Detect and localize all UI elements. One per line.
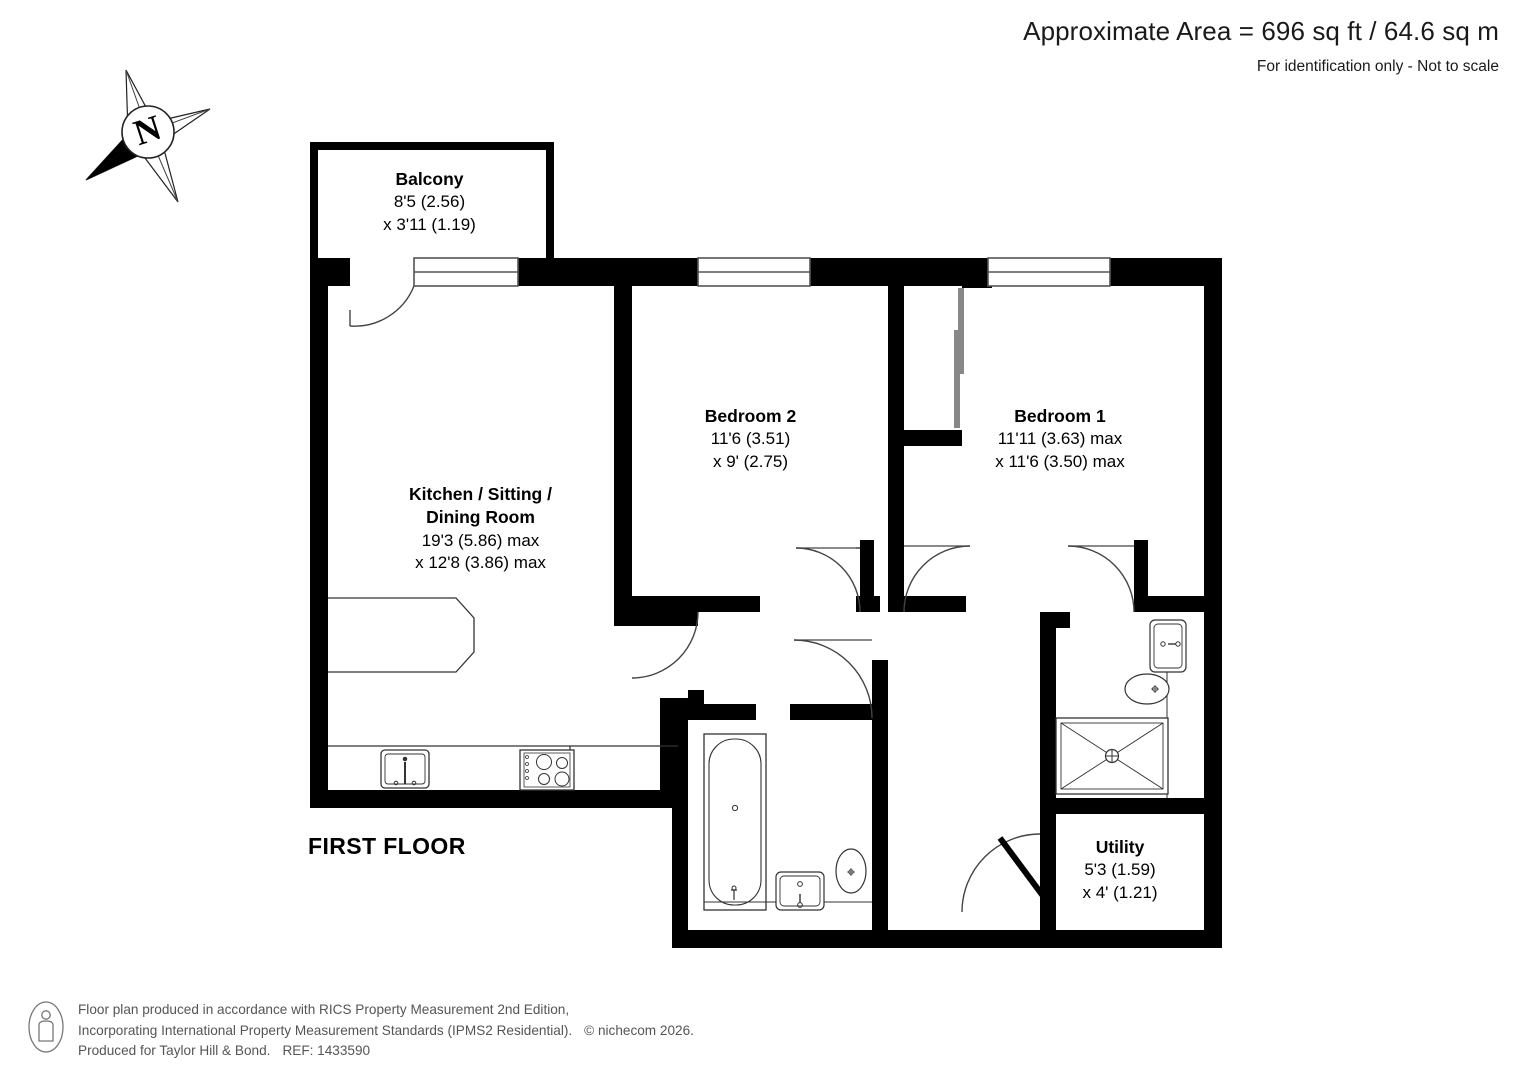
kitchen-hob-icon xyxy=(519,749,575,791)
wall-structure xyxy=(310,258,1222,948)
footer-line-1: Floor plan produced in accordance with R… xyxy=(78,1002,570,1017)
room-dim1-balcony: 8'5 (2.56) xyxy=(393,192,466,212)
compass-rose-icon: N xyxy=(85,69,211,203)
windows xyxy=(413,257,1111,287)
room-name-bedroom-2: Bedroom 2 xyxy=(704,406,797,426)
kitchen-fittings xyxy=(328,597,678,791)
header: Approximate Area = 696 sq ft / 64.6 sq m… xyxy=(799,0,1499,76)
room-label-bedroom-1: Bedroom 1 11'11 (3.63) max x 11'6 (3.50)… xyxy=(960,405,1160,473)
room-dim2-balcony: x 3'11 (1.19) xyxy=(383,214,476,234)
bathroom-fixtures xyxy=(703,733,872,911)
bedroom-1-wardrobe xyxy=(954,288,964,428)
window-bedroom-2 xyxy=(697,257,811,287)
shower-tray-icon xyxy=(1055,717,1169,795)
door-bedroom-1-hall xyxy=(903,545,971,613)
ensuite-wc-icon xyxy=(1124,673,1170,705)
room-dim2-bedroom-1: x 11'6 (3.50) max xyxy=(995,451,1125,471)
doors xyxy=(349,285,1135,913)
ensuite-fixtures xyxy=(1055,619,1187,798)
floor-level-title: FIRST FLOOR xyxy=(308,833,466,859)
bathtub-icon xyxy=(703,733,767,911)
footer-reference: REF: 1433590 xyxy=(282,1043,371,1059)
window-kitchen xyxy=(413,257,519,287)
approximate-area-text: Approximate Area = 696 sq ft / 64.6 sq m xyxy=(1023,16,1499,46)
identification-disclaimer-text: For identification only - Not to scale xyxy=(1256,58,1499,76)
footer-line-2a: Incorporating International Property Mea… xyxy=(78,1022,573,1038)
footer-line-3a: Produced for Taylor Hill & Bond. xyxy=(78,1043,271,1059)
room-name-utility: Utility xyxy=(1095,837,1145,857)
bathroom-wc-icon xyxy=(835,848,867,894)
kitchen-sink-icon xyxy=(380,749,430,789)
door-bathroom xyxy=(793,639,873,719)
room-dim1-bedroom-2: 11'6 (3.51) xyxy=(710,429,791,449)
balcony-outline xyxy=(310,142,554,262)
room-name-kitchen-line1: Kitchen / Sitting / xyxy=(409,484,552,504)
room-dim1-bedroom-1: 11'11 (3.63) max xyxy=(997,429,1123,449)
compass-rose: N xyxy=(78,62,223,212)
compass-center-circle xyxy=(121,105,175,159)
door-kitchen xyxy=(631,611,699,679)
sitting-room-sofa xyxy=(328,597,475,673)
room-label-bedroom-2: Bedroom 2 11'6 (3.51) x 9' (2.75) xyxy=(658,405,843,473)
room-dim1-kitchen: 19'3 (5.86) max xyxy=(421,530,540,550)
room-dim2-utility: x 4' (1.21) xyxy=(1082,882,1158,902)
room-label-balcony: Balcony 8'5 (2.56) x 3'11 (1.19) xyxy=(332,168,527,236)
bathroom-basin-icon xyxy=(775,871,825,911)
footer-copyright: © nichecom 2026. xyxy=(584,1022,694,1038)
room-dim2-bedroom-2: x 9' (2.75) xyxy=(712,451,789,471)
door-utility xyxy=(961,833,1041,913)
door-bedroom-2 xyxy=(795,547,861,613)
footer: Floor plan produced in accordance with R… xyxy=(27,1000,694,1062)
ensuite-basin-icon xyxy=(1149,619,1187,673)
room-label-utility: Utility 5'3 (1.59) x 4' (1.21) xyxy=(1040,836,1200,904)
person-badge-icon xyxy=(28,1001,64,1053)
room-name-bedroom-1: Bedroom 1 xyxy=(1014,406,1106,426)
room-dim2-kitchen: x 12'8 (3.86) max xyxy=(415,553,546,573)
room-label-kitchen: Kitchen / Sitting / Dining Room 19'3 (5.… xyxy=(378,483,583,575)
door-balcony xyxy=(349,285,415,327)
room-name-kitchen-line2: Dining Room xyxy=(426,507,535,528)
window-bedroom-1 xyxy=(987,257,1111,287)
room-dim1-utility: 5'3 (1.59) xyxy=(1084,860,1156,880)
door-bedroom-1-ensuite xyxy=(1067,545,1135,613)
room-name-balcony: Balcony xyxy=(395,169,464,189)
